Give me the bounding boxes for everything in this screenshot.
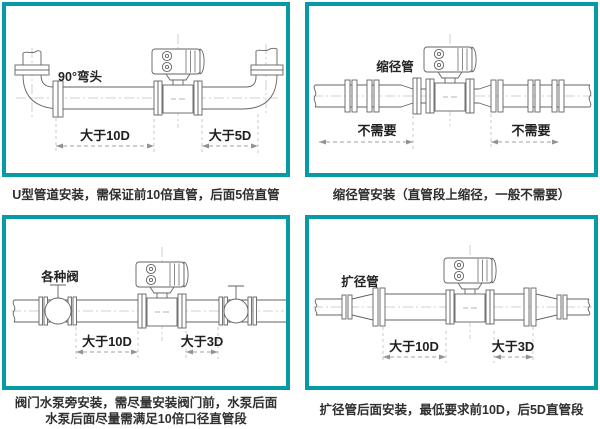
dim-label-left: 大于10D <box>82 334 132 349</box>
dimensions: 大于10D 大于3D <box>75 327 224 359</box>
diagram-reducer: 缩径管 不需要 不需要 <box>313 34 592 150</box>
pipe-run <box>63 86 246 110</box>
dim-label-left: 不需要 <box>357 123 396 138</box>
dim-label-right: 不需要 <box>511 123 550 138</box>
dimensions: 不需要 不需要 <box>319 114 559 150</box>
panel-expander: 扩径管 大于10D 大于3D <box>305 215 598 390</box>
caption-reducer: 缩径管安装（直管段上缩径，一般不需要） <box>332 188 571 202</box>
dim-label-right: 大于3D <box>181 334 224 349</box>
caption-u-pipe: U型管道安装，需保证前10倍直管，后面5倍直管 <box>12 188 280 202</box>
left-riser-elbow <box>14 50 64 118</box>
diagram-valve-pump: 各种阀 大于10D 大于3D <box>11 247 286 359</box>
annotation-elbow: 90°弯头 <box>58 69 102 84</box>
caption-line-1: 阀门水泵旁安装，需尽量安装阀门前，水泵后面 <box>14 396 278 410</box>
dim-label-right: 大于5D <box>209 128 252 143</box>
caption-line-2: 水泵后面尽量需满足10倍口径直管段 <box>45 411 247 426</box>
diagram-u-pipe: 90°弯头 大于10D 大于5D <box>14 34 284 154</box>
valve-right <box>218 285 257 326</box>
annotation-reducer: 缩径管 <box>376 59 414 74</box>
caption-valve-pump: 阀门水泵旁安装，需尽量安装阀门前，水泵后面 水泵后面尽量需满足10倍口径直管段 <box>0 396 300 427</box>
annotation-expander: 扩径管 <box>341 274 379 289</box>
diagram-expander: 扩径管 大于10D 大于3D <box>313 245 592 363</box>
pipe-run <box>313 77 592 115</box>
panel-reducer: 缩径管 不需要 不需要 <box>305 2 598 177</box>
flowmeter-instance <box>135 261 189 329</box>
flowmeter-instance <box>423 46 477 114</box>
right-riser-elbow <box>241 47 284 110</box>
caption-expander: 扩径管后面安装，最低要求前10D，后5D直管段 <box>319 403 584 417</box>
dimensions: 大于10D 大于5D <box>55 114 259 154</box>
valve-left <box>38 284 77 326</box>
dimensions: 大于10D 大于3D <box>382 327 535 363</box>
flowmeter-instance <box>443 257 497 325</box>
annotation-valve: 各种阀 <box>40 269 79 284</box>
panel-valve-pump: 各种阀 大于10D 大于3D <box>2 215 290 390</box>
dim-label-left: 大于10D <box>80 128 130 143</box>
dim-label-right: 大于3D <box>492 339 535 354</box>
panel-u-pipe: 90°弯头 大于10D 大于5D <box>2 2 290 177</box>
centerlines <box>11 247 284 341</box>
flowmeter-instance <box>151 48 205 116</box>
pipe-run <box>314 287 591 327</box>
dim-label-left: 大于10D <box>389 339 439 354</box>
